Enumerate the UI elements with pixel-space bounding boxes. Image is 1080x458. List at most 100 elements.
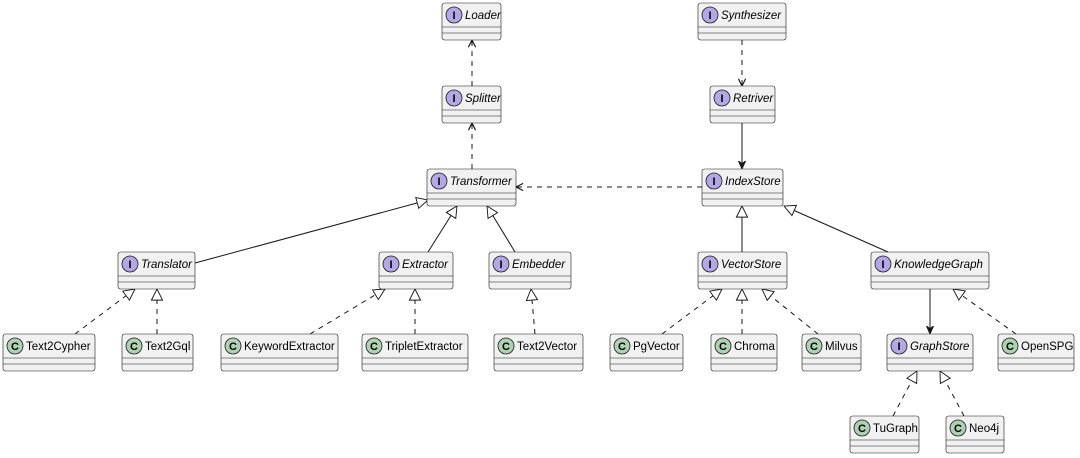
class-node-pgvector: C PgVector — [609, 333, 684, 372]
class-badge-icon — [365, 337, 383, 355]
class-badge-icon — [613, 337, 631, 355]
badge-letter: I — [499, 259, 502, 271]
edge-keywordextractor-to-extractor — [309, 289, 385, 335]
edge-knowledgegraph-to-indexstore — [784, 206, 889, 253]
edge-text2vector-to-embedder — [531, 289, 535, 335]
class-node-neo4j: C Neo4j — [945, 415, 1005, 454]
node-name: KeywordExtractor — [244, 341, 335, 353]
edge-text2cypher-to-translator — [74, 289, 135, 335]
badge-letter: C — [370, 341, 378, 353]
node-name: Retriver — [733, 93, 774, 105]
interface-badge-icon — [492, 255, 510, 273]
node-name: Milvus — [825, 341, 858, 353]
edges — [74, 40, 1017, 417]
interface-badge-icon — [445, 89, 463, 107]
interface-node-embedder: I Embedder — [488, 251, 572, 290]
badge-letter: I — [708, 259, 711, 271]
node-name: Transformer — [450, 176, 513, 188]
interface-node-knowledgegraph: I KnowledgeGraph — [870, 251, 990, 290]
class-badge-icon — [714, 337, 732, 355]
badge-letter: C — [719, 341, 727, 353]
badge-letter: I — [897, 341, 900, 353]
node-box — [2, 333, 96, 372]
class-node-milvus: C Milvus — [801, 333, 862, 372]
class-badge-icon — [224, 337, 242, 355]
class-badge-icon — [1001, 337, 1019, 355]
badge-letter: I — [881, 259, 884, 271]
badge-letter: I — [389, 259, 392, 271]
node-name: Embedder — [512, 259, 566, 271]
node-name: TripletExtractor — [385, 341, 463, 353]
interface-node-extractor: I Extractor — [378, 251, 454, 290]
node-name: KnowledgeGraph — [894, 259, 983, 271]
node-name: PgVector — [633, 341, 680, 353]
badge-letter: C — [229, 341, 237, 353]
node-name: Chroma — [734, 341, 776, 353]
badge-letter: I — [128, 259, 131, 271]
node-name: GraphStore — [910, 341, 969, 353]
interface-badge-icon — [705, 172, 723, 190]
interface-badge-icon — [430, 172, 448, 190]
class-badge-icon — [497, 337, 515, 355]
node-box — [697, 251, 788, 290]
interface-badge-icon — [874, 255, 892, 273]
class-badge-icon — [949, 419, 967, 437]
badge-letter: I — [708, 10, 711, 22]
badge-letter: C — [618, 341, 626, 353]
node-box — [493, 333, 584, 372]
edge-opensPG-to-knowledgegraph — [953, 289, 1017, 335]
node-name: Text2Cypher — [26, 341, 91, 353]
interface-node-indexstore: I IndexStore — [701, 168, 784, 207]
node-name: Translator — [141, 259, 193, 271]
interface-node-graphstore: I GraphStore — [886, 333, 974, 372]
node-name: Synthesizer — [721, 10, 782, 22]
node-name: VectorStore — [721, 259, 781, 271]
badge-letter: I — [712, 176, 715, 188]
node-name: Neo4j — [969, 423, 999, 435]
interface-badge-icon — [121, 255, 139, 273]
badge-letter: I — [720, 93, 723, 105]
node-name: IndexStore — [725, 176, 781, 188]
badge-letter: I — [437, 176, 440, 188]
node-box — [697, 2, 787, 41]
class-badge-icon — [125, 337, 143, 355]
node-name: Loader — [465, 10, 502, 22]
interface-badge-icon — [890, 337, 908, 355]
interface-node-retriver: I Retriver — [709, 85, 776, 124]
interface-node-translator: I Translator — [117, 251, 196, 290]
interface-node-transformer: I Transformer — [426, 168, 517, 207]
node-name: Splitter — [465, 93, 502, 105]
edge-tugraph-to-graphstore — [892, 371, 917, 417]
badge-letter: C — [954, 423, 962, 435]
interface-badge-icon — [445, 6, 463, 24]
interface-node-synthesizer: I Synthesizer — [697, 2, 787, 41]
class-node-tripletextractor: C TripletExtractor — [361, 333, 469, 372]
interface-badge-icon — [701, 6, 719, 24]
edge-embedder-to-transformer — [487, 206, 516, 253]
edge-pgvector-to-vectorstore — [661, 289, 722, 335]
interface-badge-icon — [382, 255, 400, 273]
node-name: Text2Vector — [517, 341, 577, 353]
edge-extractor-to-transformer — [427, 206, 457, 253]
node-box — [886, 333, 974, 372]
edge-milvus-to-vectorstore — [762, 289, 819, 335]
node-name: OpenSPG — [1021, 341, 1073, 353]
interface-badge-icon — [701, 255, 719, 273]
node-name: Extractor — [402, 259, 449, 271]
edge-translator-to-transformer — [194, 200, 428, 264]
node-box — [701, 168, 784, 207]
node-box — [870, 251, 990, 290]
node-box — [488, 251, 572, 290]
interface-node-splitter: I Splitter — [441, 85, 502, 124]
interface-badge-icon — [713, 89, 731, 107]
node-name: TuGraph — [873, 423, 918, 435]
node-box — [426, 168, 517, 207]
badge-letter: I — [452, 93, 455, 105]
badge-letter: C — [810, 341, 818, 353]
